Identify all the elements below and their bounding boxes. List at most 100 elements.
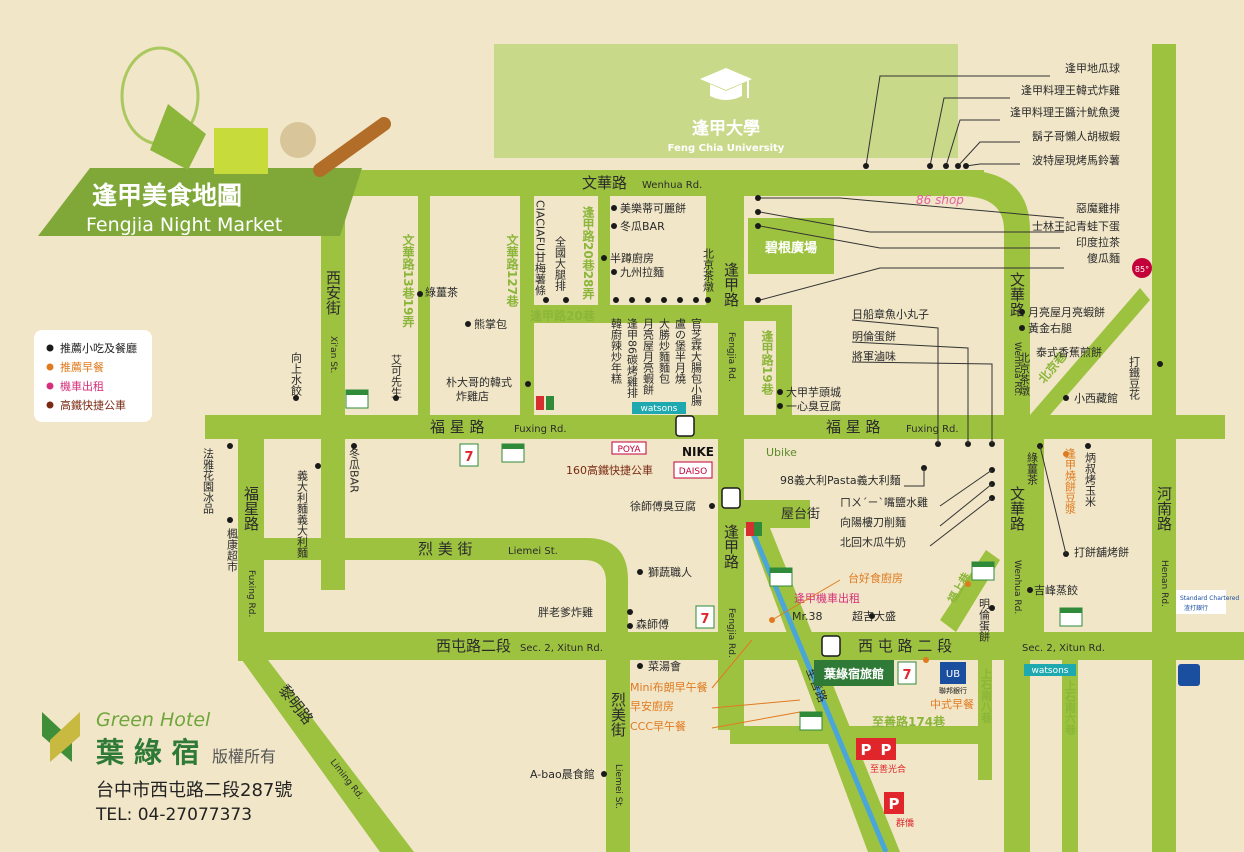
poi-quanguo: 全國大腿排 <box>554 235 567 292</box>
poi-dajiayu: 大甲芋頭城 <box>786 385 841 399</box>
road-label-fuxing-v-en: Fuxing Rd. <box>246 570 256 617</box>
poi-ciacia: CIACIAFU甘梅薯條 <box>534 200 547 296</box>
poi-lujiang: 綠薑茶 <box>425 285 458 299</box>
watsons-badge <box>632 402 686 414</box>
poi-vertical-labels: CIACIAFU甘梅薯條 全國大腿排 北京茶燉 韓廚辣炒年糕 逢甲86碳烤雞排 … <box>202 200 1141 643</box>
standard-label: Standard Chartered <box>1180 595 1239 602</box>
hotel-tel: TEL: 04-27077373 <box>95 805 252 825</box>
legend-dot <box>46 401 54 409</box>
poi-xu: 徐師傅臭豆腐 <box>630 499 696 513</box>
poi-dabing: 打餅舖烤餅 <box>1074 545 1129 559</box>
title-en: Fengjia Night Market <box>86 214 282 236</box>
poi-leaders <box>851 319 1067 555</box>
poi-mr38: Mr.38 <box>792 610 823 623</box>
legend-box <box>34 330 152 422</box>
right-list-item: 波特屋現烤馬鈴薯 <box>1032 153 1120 167</box>
road-label-liemei-v-en: Liemei St. <box>613 764 623 809</box>
right-list-item: 逢甲料理王醬汁魷魚燙 <box>1010 105 1120 119</box>
legend-dot <box>46 363 54 371</box>
legend-label: 推薦小吃及餐廳 <box>60 341 137 355</box>
poi-hanchu: 韓廚辣炒年糕 <box>610 318 623 385</box>
road-wenhua-h <box>324 170 984 196</box>
parking-label-1: 至善光合 <box>870 763 906 775</box>
poi-zaoan: 早安廚房 <box>630 699 674 713</box>
poi-jiafeng: 吉峰蒸餃 <box>1034 583 1078 597</box>
lane-label-13: 文華路13巷19弄 <box>401 233 415 328</box>
parking-icon-1: P <box>861 741 872 759</box>
ub-bank-label: 聯邦銀行 <box>939 686 967 695</box>
right-list-item: 惡魔雞排 <box>1076 201 1120 215</box>
road-liemei-h <box>264 538 628 640</box>
right-list-item: 傻瓜麵 <box>1087 252 1120 265</box>
familymart-icons <box>345 389 1083 731</box>
right-list-item: 士林王記青蛙下蛋 <box>1032 219 1120 233</box>
lane-label-19: 逢甲路19巷 <box>760 329 774 396</box>
road-network <box>205 44 1244 852</box>
lane-label-20: 逢甲路20巷 <box>530 308 596 323</box>
poi-donggua1: 冬瓜BAR <box>620 219 665 233</box>
mascot-illustration <box>120 46 391 177</box>
road-label-liemei: 烈 美 街 <box>418 540 473 558</box>
road-label-wenhua-v2-en: Wenhua Rd. <box>1012 560 1022 614</box>
plaza-block <box>748 218 834 274</box>
road-wenhua-curve <box>960 170 1030 852</box>
poi-pu-2: 炸雞店 <box>456 389 489 403</box>
poi-banzun: 半蹲廚房 <box>610 251 654 265</box>
poi-caitang: 菜湯會 <box>648 659 681 673</box>
road-fuxing <box>205 415 1225 439</box>
legend-dot <box>46 382 54 390</box>
poi-rifan: 日船章魚小丸子 <box>852 307 929 321</box>
poi-lvjiangcha: 綠薑茶 <box>1026 452 1039 485</box>
seven-eleven-icons: 7 7 7 <box>459 443 917 685</box>
right-list-item: 逢甲地瓜球 <box>1065 61 1120 75</box>
poi-taihao: 台好食廚房 <box>848 571 903 585</box>
hotel-badge <box>814 660 894 686</box>
road-label-fuxing-v: 福星路 <box>242 486 260 531</box>
road-label-henan-en: Henan Rd. <box>1159 560 1169 607</box>
brand-badges: watsons watsons POYA DAISO NIKE Ubike St… <box>611 193 1239 695</box>
lane-20 <box>520 305 720 323</box>
legend-label: 高鐵快捷公車 <box>60 398 126 412</box>
road-henan <box>1152 44 1176 852</box>
poi-fengkang: 楓康超市 <box>226 527 239 573</box>
poi-shaobing: 逢甲燒餅豆漿 <box>1064 448 1077 514</box>
watsons2-label: watsons <box>1032 666 1069 676</box>
poi-aike: 艾可先生 <box>390 354 403 398</box>
road-label-xitun-r: 西 屯 路 二 段 <box>858 637 952 655</box>
poi-lu: 盧の堡半月燒 <box>674 317 687 385</box>
road-label-fengjia: 逢甲路 <box>722 262 740 307</box>
poi-yuelianghuang: 月亮屋月亮蝦餅 <box>1028 305 1105 319</box>
poi-minglun: 明倫蛋餅 <box>852 329 896 343</box>
road-label-xian: 西安街 <box>324 270 342 315</box>
poi-jiuzhou: 九州拉麵 <box>620 265 664 279</box>
poi-mu: ㄇㄨˊㄧˋ嘴鹽水雞 <box>840 495 928 509</box>
daiso-label: DAISO <box>679 467 707 477</box>
hotel-zh: 葉 綠 宿 <box>95 736 200 769</box>
road-label-xitun-en-l: Sec. 2, Xitun Rd. <box>520 643 603 654</box>
road-label-wutai: 屋台街 <box>781 507 820 522</box>
lane-shangshi8 <box>978 660 992 780</box>
legend-dot <box>46 344 54 352</box>
title-banner <box>38 168 362 236</box>
ub-label: UB <box>946 669 960 680</box>
poi-senshi: 森師傅 <box>636 617 669 631</box>
poi-beijing-tea2: 北京茶燉 <box>1018 352 1031 397</box>
hotel-name: 葉綠宿旅館 <box>823 666 884 681</box>
seven-icon-2: 7 <box>700 612 709 627</box>
road-label-liemei-v: 烈美街 <box>609 692 627 737</box>
poi-ccc: CCC早午餐 <box>630 719 686 733</box>
poya-label: POYA <box>618 445 642 455</box>
road-label-wenhua-en: Wenhua Rd. <box>642 180 702 191</box>
poi-yiyang: 義大利麵義大利麵 <box>296 469 309 559</box>
hotel-en: Green Hotel <box>96 709 211 731</box>
hotel-address: 台中市西屯路二段287號 <box>96 780 292 801</box>
right-list-leaders <box>759 75 1065 301</box>
legend-label: 機車出租 <box>60 379 104 393</box>
poi-xiangyang: 向陽樓刀削麵 <box>840 515 906 529</box>
road-label-fuxing-r: 福 星 路 <box>826 418 881 436</box>
lane-side <box>706 196 718 306</box>
poi-donggua2: 冬瓜BAR <box>348 447 361 493</box>
